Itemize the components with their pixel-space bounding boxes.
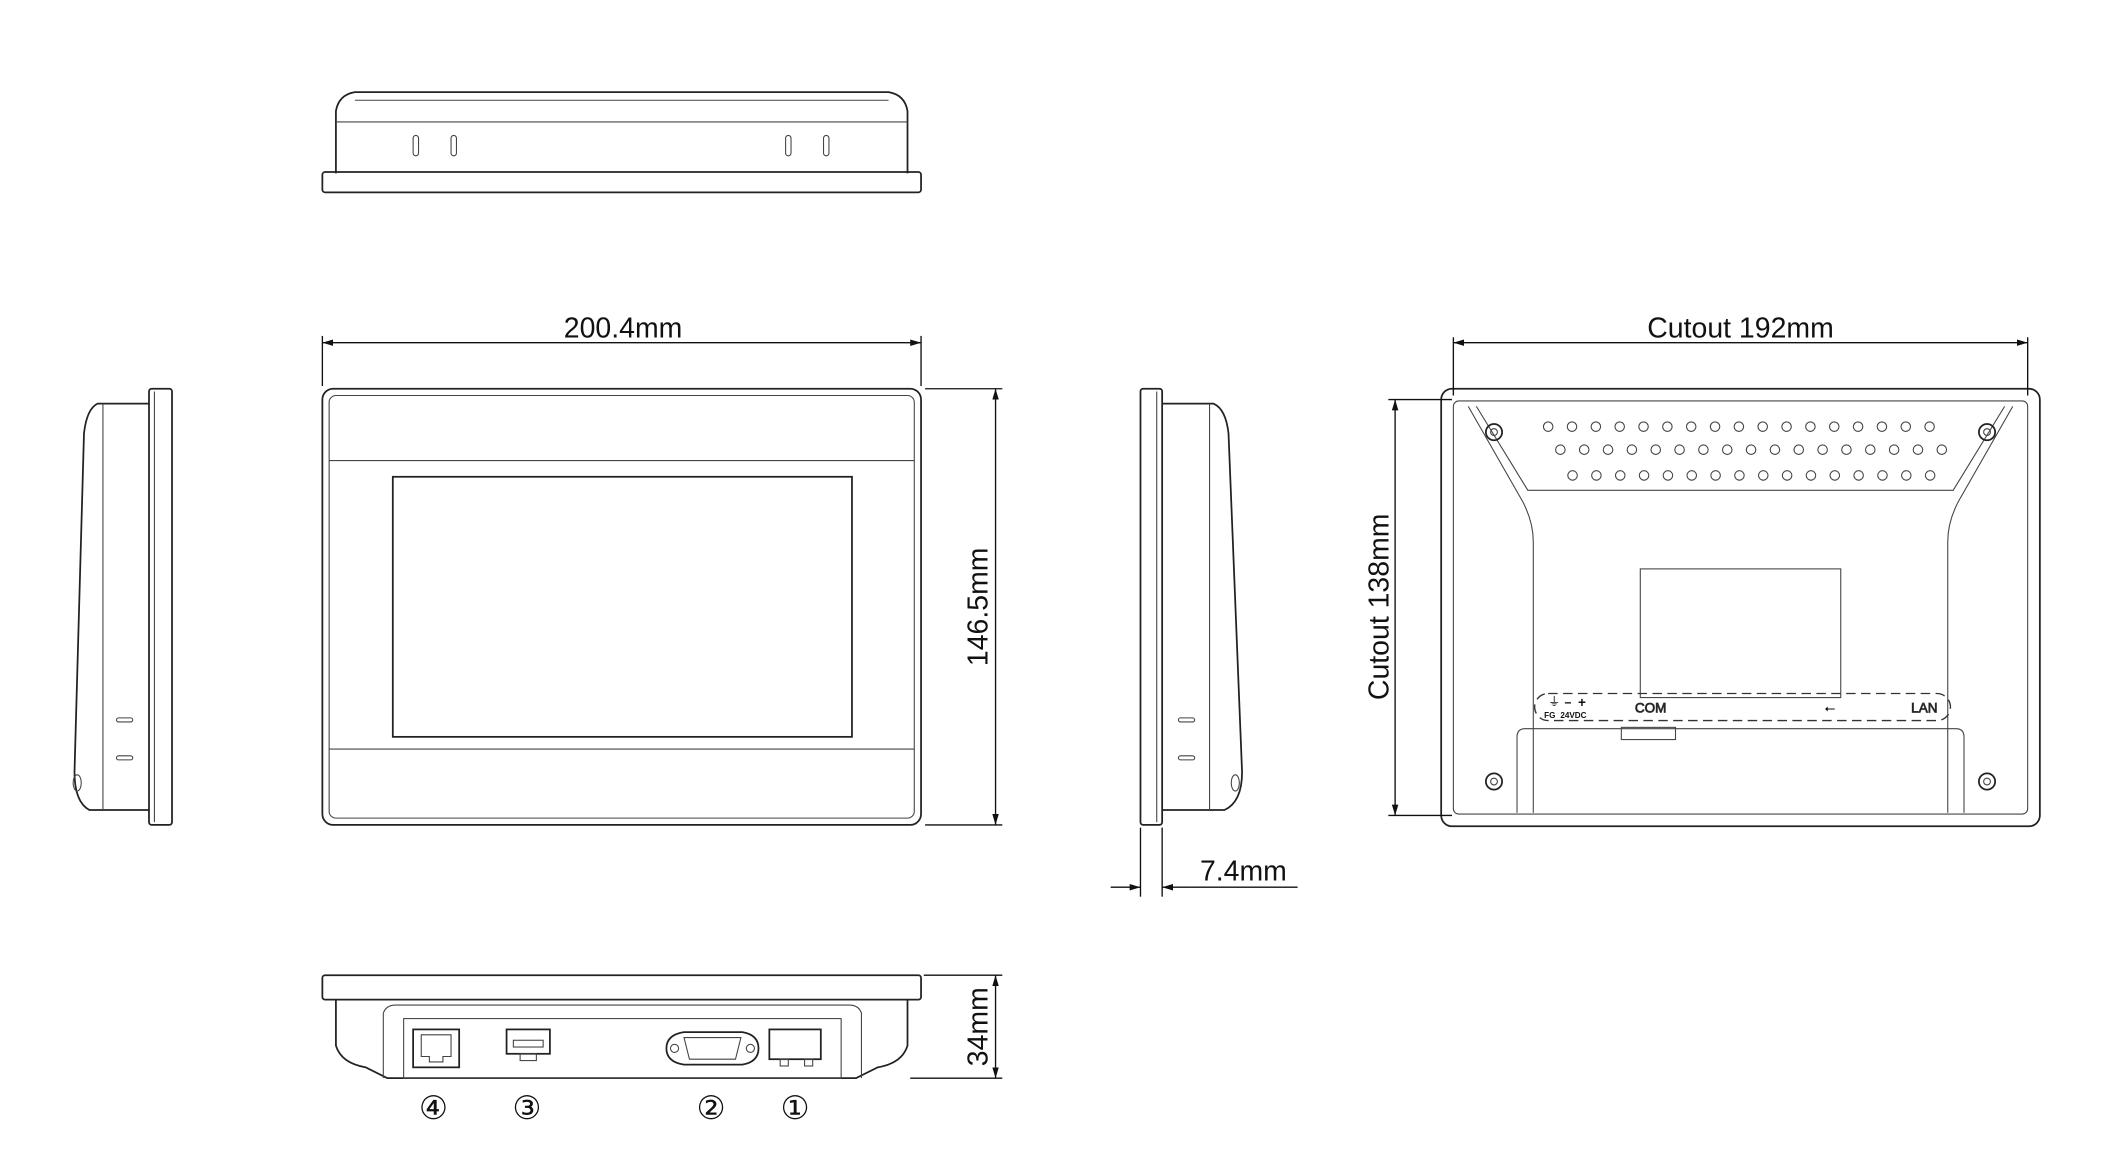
vent-hole <box>1590 421 1602 432</box>
vent-hole <box>1602 444 1614 455</box>
vent-hole <box>1924 421 1935 432</box>
vent-hole <box>1614 421 1625 432</box>
vent-hole <box>1829 470 1841 481</box>
vent-hole <box>1567 470 1578 481</box>
vent-hole <box>1626 444 1638 455</box>
cutout-width-label: Cutout 192mm <box>1647 312 1834 344</box>
vent-hole <box>1686 470 1698 481</box>
vent-hole <box>1733 421 1745 432</box>
height-dimension-label: 146.5mm <box>962 548 994 667</box>
left-side-view <box>72 387 173 826</box>
vent-hole <box>1912 444 1924 455</box>
vent-hole <box>1757 421 1769 432</box>
front-view: 200.4mm 146.5mm <box>321 312 1003 826</box>
vent-hole <box>1734 470 1745 481</box>
vent-hole <box>1542 421 1554 432</box>
vent-hole <box>1709 421 1721 432</box>
vent-hole <box>1853 470 1864 481</box>
display-screen <box>391 475 853 738</box>
total-depth-label: 34mm <box>962 987 994 1066</box>
vent-hole <box>1817 444 1828 455</box>
cutout-height-label: Cutout 138mm <box>1363 514 1395 701</box>
flange-depth-label: 7.4mm <box>1200 855 1287 887</box>
bottom-view: ④ ③ ② ① 34mm <box>321 974 1003 1126</box>
vent-hole <box>1828 421 1840 432</box>
lan-port <box>412 1028 461 1069</box>
vent-hole <box>1876 421 1888 432</box>
vent-hole <box>1698 444 1709 455</box>
callout-2: ② <box>697 1090 726 1126</box>
fg-label: FG <box>1544 711 1555 720</box>
top-view <box>321 91 922 194</box>
vent-hole <box>1710 470 1721 481</box>
power-label: 24VDC <box>1560 711 1586 720</box>
right-side-view: 7.4mm <box>1110 387 1298 897</box>
vent-holes <box>1542 421 1948 481</box>
vent-hole <box>1662 470 1674 481</box>
vent-hole <box>1901 470 1912 481</box>
vent-hole <box>1900 421 1912 432</box>
vent-hole <box>1888 444 1900 455</box>
vent-hole <box>1745 444 1757 455</box>
usb-port <box>505 1028 551 1062</box>
vent-hole <box>1841 444 1852 455</box>
com-port <box>665 1031 760 1066</box>
vent-hole <box>1924 470 1936 481</box>
vent-hole <box>1638 470 1650 481</box>
vent-hole <box>1638 421 1649 432</box>
callout-4: ④ <box>419 1090 448 1126</box>
vent-hole <box>1685 421 1697 432</box>
vent-hole <box>1877 470 1888 481</box>
vent-hole <box>1662 421 1673 432</box>
minus-label: − <box>1564 696 1571 710</box>
vent-hole <box>1936 444 1948 455</box>
vent-hole <box>1852 421 1864 432</box>
vent-hole <box>1769 444 1781 455</box>
vent-hole <box>1757 470 1769 481</box>
callout-1: ① <box>781 1090 810 1126</box>
vent-hole <box>1674 444 1685 455</box>
vent-hole <box>1805 421 1816 432</box>
vent-hole <box>1781 421 1792 432</box>
lan-label: LAN <box>1911 700 1937 715</box>
vent-hole <box>1591 470 1602 481</box>
vent-hole <box>1793 444 1805 455</box>
usb-symbol-icon: ⭠ <box>1824 700 1835 715</box>
vent-hole <box>1721 444 1733 455</box>
callout-3: ③ <box>512 1090 541 1126</box>
back-view: FG ⏚ − + 24VDC COM ⭠ LAN Cutout 192mm Cu… <box>1363 312 2041 828</box>
vent-hole <box>1614 470 1626 481</box>
com-label: COM <box>1635 700 1667 715</box>
vent-hole <box>1781 470 1793 481</box>
ground-symbol: ⏚ <box>1548 695 1560 709</box>
vent-hole <box>1555 444 1566 455</box>
screw-holes <box>1484 423 1997 791</box>
vent-hole <box>1578 444 1590 455</box>
vent-hole <box>1864 444 1876 455</box>
vent-hole <box>1805 470 1817 481</box>
plus-label: + <box>1578 695 1586 710</box>
vent-hole <box>1650 444 1662 455</box>
vent-hole <box>1566 421 1578 432</box>
power-terminal <box>768 1028 822 1067</box>
width-dimension-label: 200.4mm <box>564 312 683 344</box>
